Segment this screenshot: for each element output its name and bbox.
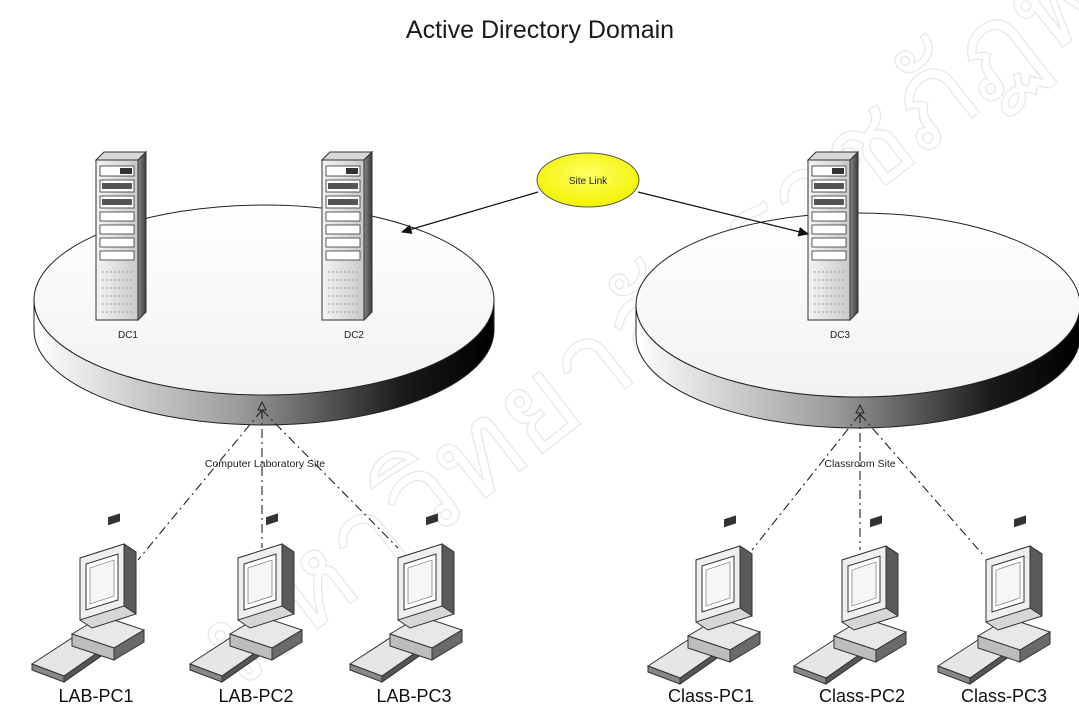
server-dc1 [95,151,147,321]
server-label-dc1: DC1 [118,330,138,341]
classroom-site-connectors [751,413,985,557]
classroom-site-label: Classroom Site [824,458,895,470]
lab-site-hub-marker [257,400,267,411]
workstation-label-lab-pc1: LAB-PC1 [58,686,133,706]
workstation-class-pc1 [647,514,761,685]
workstation-lab-pc1 [31,512,145,683]
lab-site-label: Computer Laboratory Site [205,458,325,470]
workstation-label-class-pc2: Class-PC2 [819,686,905,706]
workstation-label-lab-pc2: LAB-PC2 [218,686,293,706]
server-dc2 [321,151,373,321]
workstation-label-class-pc1: Class-PC1 [668,686,754,706]
lab-site-connectors [137,409,399,561]
site-disk-computer-laboratory [33,204,495,426]
site-link-connectors [400,191,810,237]
workstation-class-pc2 [793,514,907,685]
diagram-title: Active Directory Domain [406,16,674,44]
workstation-label-class-pc3: Class-PC3 [961,686,1047,706]
server-label-dc2: DC2 [344,330,364,341]
site-link-label: Site Link [569,176,608,187]
workstation-label-lab-pc3: LAB-PC3 [376,686,451,706]
site-link-bubble: Site Link [536,152,640,208]
server-label-dc3: DC3 [830,330,850,341]
classroom-site-hub-marker [855,403,865,414]
workstation-class-pc3 [937,514,1051,685]
server-dc3 [807,151,859,321]
